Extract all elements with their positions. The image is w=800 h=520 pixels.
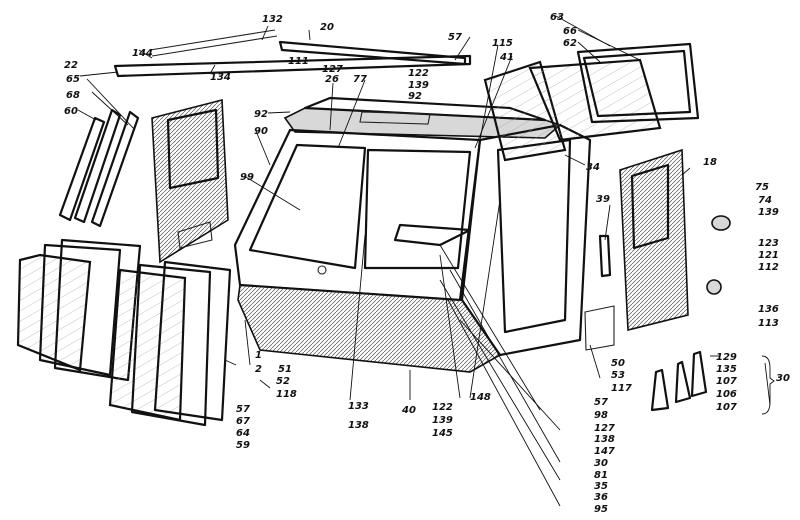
- part-label: 98: [594, 410, 608, 421]
- part-label: 20: [320, 22, 334, 33]
- part-label: 117: [611, 383, 632, 394]
- part-label: 127: [594, 423, 615, 434]
- part-label: 74: [758, 195, 772, 206]
- part-label: 57: [448, 32, 462, 43]
- part-label: 139: [758, 207, 779, 218]
- left-door: [151, 98, 229, 264]
- part-label: 50: [611, 358, 625, 369]
- part-label: 57: [594, 397, 608, 408]
- part-label: 77: [353, 74, 367, 85]
- part-label: 90: [254, 126, 268, 137]
- part-label: 145: [432, 428, 453, 439]
- part-label: 122: [432, 402, 453, 413]
- part-labels: 132 20 144 22 134 111 127 57 115 41 63 6…: [64, 12, 790, 515]
- part-label: 63: [550, 12, 564, 23]
- part-label: 64: [236, 428, 250, 439]
- rear-window-assembly: [483, 42, 700, 162]
- part-label: 60: [64, 106, 78, 117]
- part-label: 30: [776, 373, 790, 384]
- part-label: 138: [594, 434, 615, 445]
- part-label: 107: [716, 402, 737, 413]
- part-label: 26: [325, 74, 339, 85]
- part-label: 115: [492, 38, 513, 49]
- part-label: 106: [716, 389, 737, 400]
- part-label: 118: [276, 389, 297, 400]
- part-label: 112: [758, 262, 779, 273]
- group-30-bracket: [761, 355, 775, 415]
- part-label: 111: [288, 56, 309, 67]
- part-label: 139: [432, 415, 453, 426]
- part-label: 65: [66, 74, 80, 85]
- part-label: 34: [586, 162, 600, 173]
- part-label: 139: [408, 80, 429, 91]
- part-label: 35: [594, 481, 608, 492]
- part-label: 134: [210, 72, 231, 83]
- part-label: 52: [276, 376, 290, 387]
- part-label: 122: [408, 68, 429, 79]
- part-label: 95: [594, 504, 608, 515]
- part-label: 99: [240, 172, 254, 183]
- part-label: 51: [278, 364, 292, 375]
- part-label: 66: [563, 26, 577, 37]
- part-label: 92: [408, 91, 422, 102]
- part-label: 136: [758, 304, 779, 315]
- part-label: 81: [594, 470, 608, 481]
- part-label: 144: [132, 48, 153, 59]
- part-label: 133: [348, 401, 369, 412]
- part-label: 67: [236, 416, 250, 427]
- right-door: [584, 148, 689, 351]
- part-label: 39: [596, 194, 610, 205]
- part-label: 30: [594, 458, 608, 469]
- part-label: 18: [703, 157, 717, 168]
- part-label: 138: [348, 420, 369, 431]
- part-label: 121: [758, 250, 779, 261]
- part-label: 2: [255, 364, 262, 375]
- part-label: 113: [758, 318, 779, 329]
- leader-lines: [77, 15, 771, 507]
- part-label: 127: [322, 64, 343, 75]
- part-label: 92: [254, 109, 268, 120]
- part-label: 147: [594, 446, 615, 457]
- part-label: 62: [563, 38, 577, 49]
- right-hardware: [598, 215, 731, 412]
- part-label: 53: [611, 370, 625, 381]
- part-label: 68: [66, 90, 80, 101]
- part-label: 135: [716, 364, 737, 375]
- part-label: 123: [758, 238, 779, 249]
- part-label: 1: [255, 350, 262, 361]
- part-label: 40: [401, 405, 416, 416]
- part-label: 57: [236, 404, 250, 415]
- part-label: 129: [716, 352, 737, 363]
- part-label: 107: [716, 376, 737, 387]
- part-label: 148: [470, 392, 491, 403]
- left-side-glass-strips: [58, 108, 140, 228]
- part-label: 41: [499, 52, 514, 63]
- part-label: 132: [262, 14, 283, 25]
- part-label: 75: [755, 182, 769, 193]
- part-label: 59: [236, 440, 250, 451]
- roof-rail-left: [113, 29, 472, 78]
- left-window-set: [16, 238, 232, 427]
- part-label: 22: [64, 60, 78, 71]
- part-label: 36: [594, 492, 608, 503]
